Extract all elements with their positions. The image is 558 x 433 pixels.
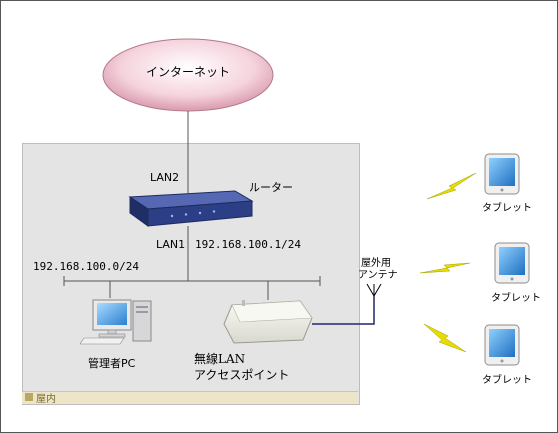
tablet-icon [494,242,530,284]
wireless-signal-icon [419,262,471,274]
antenna-cable [312,296,375,325]
internet-label: インターネット [145,65,230,79]
access-point-label-line1: 無線LAN [194,352,246,366]
router-icon [128,190,254,227]
wireless-signal-icon [426,172,477,200]
antenna-icon [366,283,382,297]
router-lan-port-label: LAN1 [156,238,186,251]
tablet-icon [484,324,520,366]
tablet-icon [484,153,520,195]
router-label: ルーター [249,181,293,194]
router-lan-ip-label: 192.168.100.1/24 [195,238,301,251]
antenna-label-line2: アンテナ [358,270,398,281]
router-wan-port-label: LAN2 [150,171,180,184]
indoor-zone [22,143,360,405]
subnet-label: 192.168.100.0/24 [33,260,139,273]
indoor-zone-swatch [25,393,33,401]
access-point-icon [223,300,313,344]
admin-pc-icon [79,299,152,345]
tablet-label: タブレット [482,203,532,214]
antenna-label-line1: 屋外用 [361,258,391,269]
indoor-zone-bar [22,391,358,404]
tablet-label: タブレット [491,293,541,304]
wireless-signal-icon [423,323,467,353]
tablet-label: タブレット [482,375,532,386]
admin-pc-label: 管理者PC [88,357,136,370]
access-point-label-line2: アクセスポイント [194,368,290,382]
indoor-zone-label: 屋内 [36,394,56,405]
